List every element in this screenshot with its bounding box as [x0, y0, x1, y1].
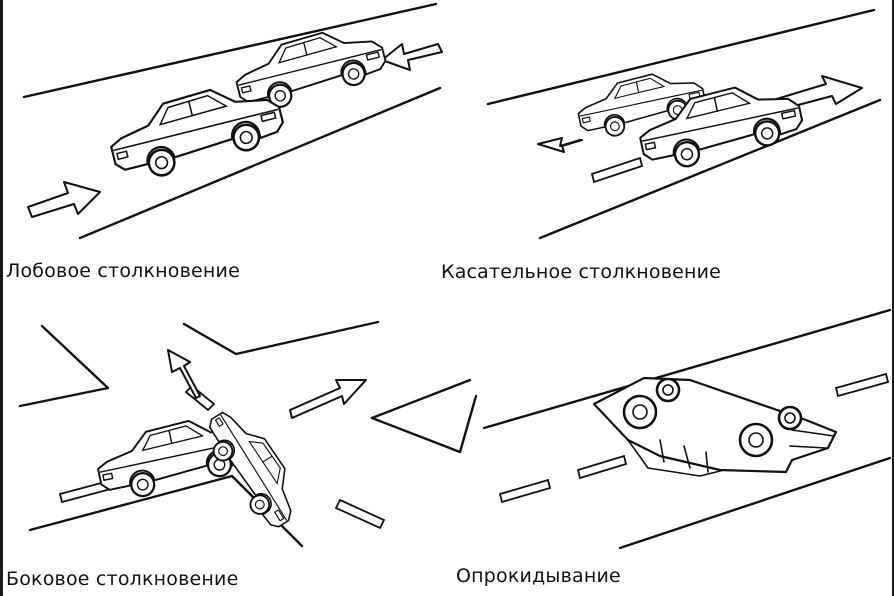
- road-edge-top: [22, 2, 438, 99]
- caption-head-on: Лобовое столкновение: [6, 260, 240, 282]
- arrow-right: [289, 379, 367, 419]
- lane-mark: [576, 454, 628, 480]
- arrow-up: [167, 349, 201, 399]
- road-corner-top-left: [18, 324, 110, 408]
- panel-head-on: [22, 2, 443, 240]
- lane-mark: [590, 156, 644, 184]
- arrow-left: [537, 137, 583, 153]
- panel-rollover: [482, 308, 892, 550]
- caption-sideswipe: Касательное столкновение: [441, 261, 722, 283]
- arrow-right: [27, 181, 101, 218]
- road-edge-top: [486, 8, 876, 106]
- lane-mark: [184, 384, 216, 412]
- caption-side-impact: Боковое столкновение: [6, 568, 239, 590]
- road-corner-bottom-right: [370, 394, 478, 454]
- panel-side-impact: [18, 320, 478, 548]
- road-edge-right: [370, 378, 472, 420]
- lane-mark: [834, 372, 890, 398]
- lane-mark: [498, 478, 552, 504]
- road-corner-top-right: [182, 320, 380, 356]
- road-edge-top: [482, 308, 892, 430]
- panel-sideswipe: [486, 8, 882, 240]
- car-overturned: [592, 376, 838, 477]
- lane-mark: [334, 498, 386, 530]
- arrow-left: [381, 43, 443, 71]
- road-edge-bottom: [538, 98, 882, 240]
- caption-rollover: Опрокидывание: [456, 565, 621, 587]
- road-edge-bottom: [618, 456, 892, 550]
- road-edge-bottom: [78, 86, 442, 240]
